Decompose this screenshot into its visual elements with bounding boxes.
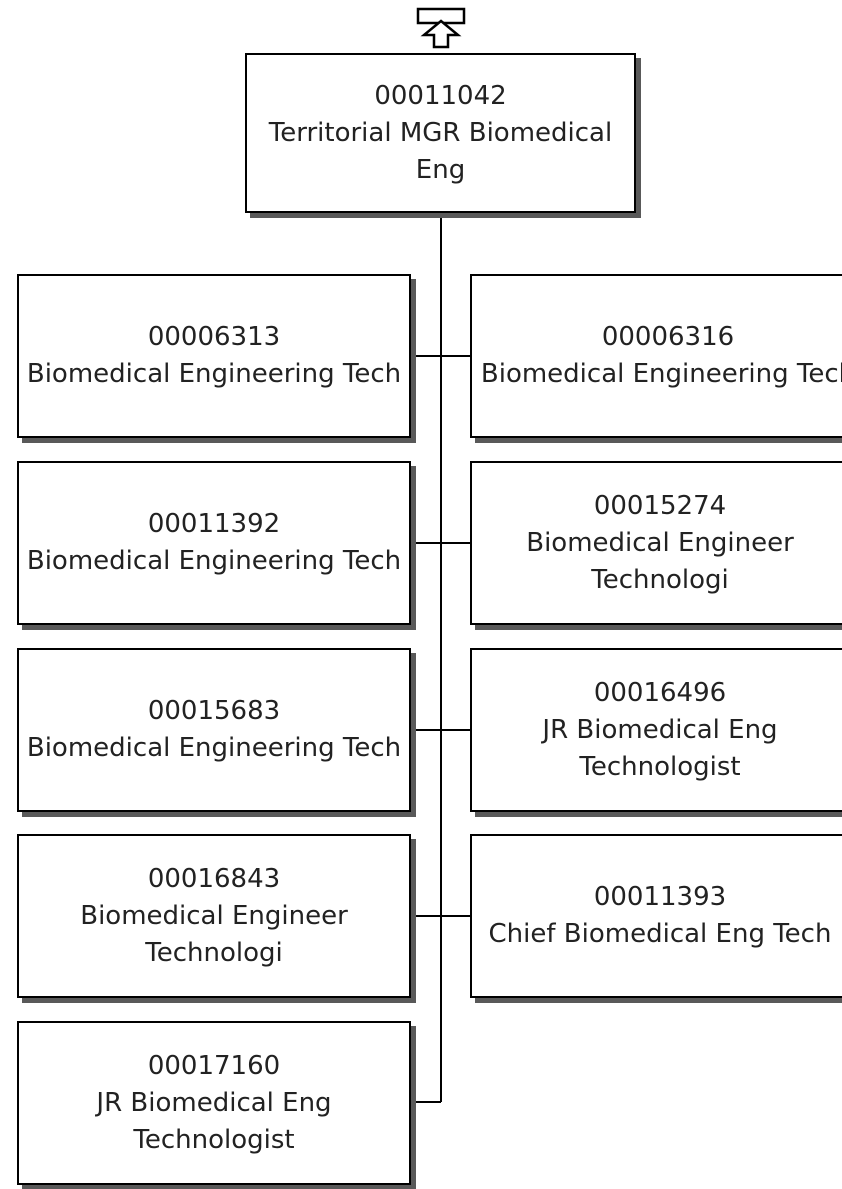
root-node[interactable]: 00011042 Territorial MGR Biomedical Eng (245, 53, 636, 213)
node-id: 00016496 (593, 677, 727, 708)
org-node[interactable]: 00015274 Biomedical Engineer Technologi (470, 461, 842, 625)
node-id: 00006316 (601, 322, 735, 352)
node-id: 00015683 (147, 696, 281, 726)
node-title: Biomedical Engineering Tech (480, 359, 842, 389)
org-node[interactable]: 00015683 Biomedical Engineering Tech (17, 648, 411, 812)
up-arrow-icon[interactable] (416, 7, 466, 49)
node-title: Territorial MGR Biomedical (268, 117, 613, 148)
node-id: 00011392 (147, 509, 281, 539)
node-id: 00006313 (147, 322, 281, 352)
org-node[interactable]: 00006316 Biomedical Engineering Tech (470, 274, 842, 438)
node-title: JR Biomedical Eng (542, 714, 778, 745)
node-id: 00011393 (593, 882, 727, 912)
node-id: 00016843 (147, 863, 281, 894)
node-title: Biomedical Engineering Tech (26, 359, 402, 389)
node-title-cont: Technologist (579, 751, 741, 782)
node-title: JR Biomedical Eng (96, 1087, 332, 1118)
node-title: Chief Biomedical Eng Tech (488, 919, 832, 949)
node-id: 00015274 (593, 490, 727, 521)
node-title-cont: Technologi (145, 937, 283, 968)
node-id: 00011042 (374, 80, 507, 111)
node-title: Biomedical Engineer (526, 527, 794, 558)
node-id: 00017160 (147, 1050, 281, 1081)
org-node[interactable]: 00011392 Biomedical Engineering Tech (17, 461, 411, 625)
node-title-cont: Technologist (133, 1124, 295, 1155)
org-node[interactable]: 00016496 JR Biomedical Eng Technologist (470, 648, 842, 812)
node-title: Biomedical Engineer (80, 900, 348, 931)
node-title: Biomedical Engineering Tech (26, 733, 402, 763)
org-node[interactable]: 00017160 JR Biomedical Eng Technologist (17, 1021, 411, 1185)
node-title: Biomedical Engineering Tech (26, 546, 402, 576)
org-node[interactable]: 00016843 Biomedical Engineer Technologi (17, 834, 411, 998)
org-node[interactable]: 00011393 Chief Biomedical Eng Tech (470, 834, 842, 998)
node-title-cont: Technologi (591, 564, 729, 595)
org-node[interactable]: 00006313 Biomedical Engineering Tech (17, 274, 411, 438)
node-title-cont: Eng (415, 154, 466, 185)
